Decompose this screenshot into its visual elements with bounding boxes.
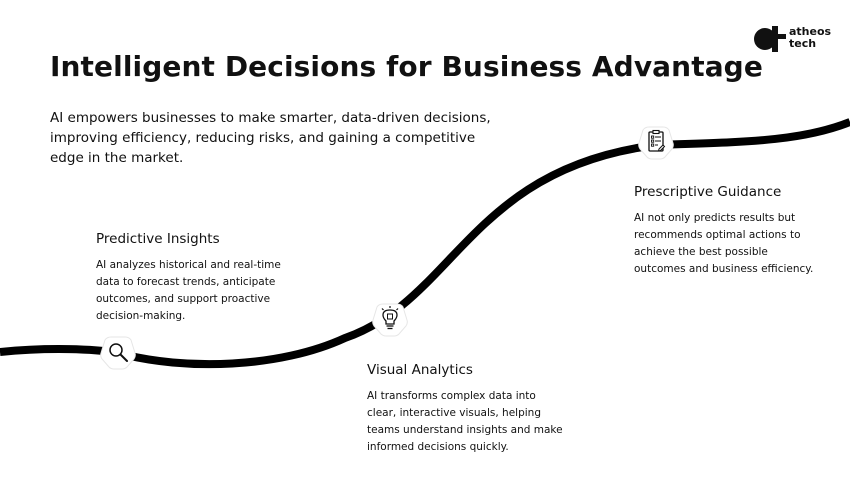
brand-line-1: atheos — [789, 25, 832, 38]
step-title: Predictive Insights — [96, 231, 220, 247]
step-body: AI transforms complex data into clear, i… — [367, 390, 563, 453]
lightbulb-icon — [372, 303, 408, 337]
step-title: Prescriptive Guidance — [634, 184, 782, 200]
page-title: Intelligent Decisions for Business Advan… — [50, 50, 763, 83]
step-title: Visual Analytics — [367, 362, 473, 378]
brand-logo-icon — [754, 26, 786, 52]
clipboard-icon — [638, 126, 674, 160]
intro-text: AI empowers businesses to make smarter, … — [50, 110, 491, 166]
magnifier-icon — [100, 336, 136, 370]
step-card-visual-analytics: Visual Analytics AI transforms complex d… — [367, 362, 567, 456]
step-card-predictive-insights: Predictive Insights AI analyzes historic… — [96, 231, 286, 325]
brand-line-2: tech — [789, 37, 817, 50]
brand-logo: atheos tech — [754, 26, 834, 54]
magnifier-node — [100, 335, 136, 371]
step-body: AI not only predicts results but recomme… — [634, 212, 814, 275]
step-card-prescriptive-guidance: Prescriptive Guidance AI not only predic… — [634, 184, 819, 278]
brand-wordmark: atheos tech — [789, 26, 831, 50]
clipboard-node — [638, 125, 674, 161]
step-body: AI analyzes historical and real-time dat… — [96, 259, 281, 322]
lightbulb-node — [372, 302, 408, 338]
